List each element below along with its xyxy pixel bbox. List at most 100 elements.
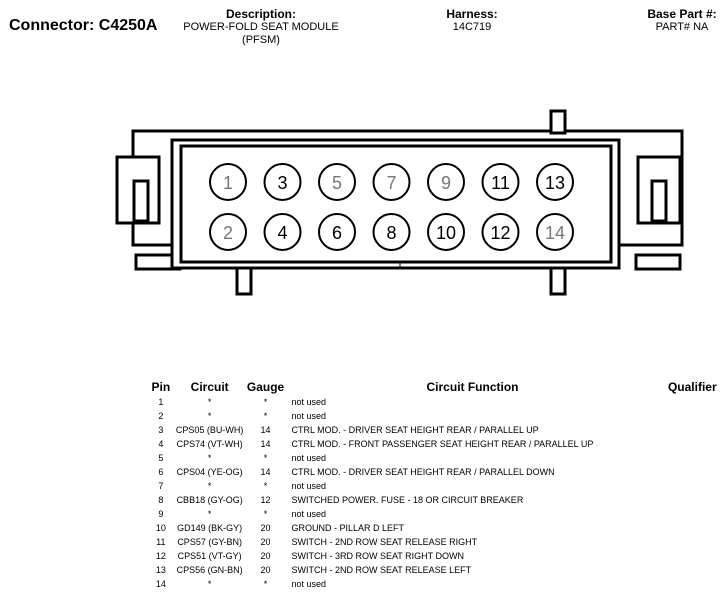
qualifier-cell <box>658 451 727 465</box>
function-cell: CTRL MOD. - DRIVER SEAT HEIGHT REAR / PA… <box>291 467 555 477</box>
circuit-cell: CBB18 (GY-OG) <box>176 495 243 505</box>
function-cell: not used <box>291 481 326 491</box>
pin-13: 13 <box>536 163 574 201</box>
gauge-cell: 20 <box>260 565 271 575</box>
pin-cell: 6 <box>158 467 164 477</box>
qualifier-cell <box>658 549 727 563</box>
qualifier-cell <box>658 577 727 591</box>
circuit-cell: CPS51 (VT-GY) <box>177 551 242 561</box>
function-cell: CTRL MOD. - FRONT PASSENGER SEAT HEIGHT … <box>291 439 594 449</box>
pin-circle <box>318 163 356 201</box>
pin-number: 2 <box>223 223 233 243</box>
qualifier-cell <box>658 465 727 479</box>
circuit-cell: CPS05 (BU-WH) <box>175 425 244 435</box>
header-circuit-function: Circuit Function <box>426 380 519 394</box>
key-tab-bottom-left <box>235 264 253 296</box>
latch-right-slot <box>650 179 668 223</box>
table-row: 9**not used <box>146 507 727 521</box>
pin-number: 12 <box>490 223 510 243</box>
qualifier-cell <box>658 395 727 409</box>
pin-number: 13 <box>545 173 565 193</box>
pin-cell: 8 <box>158 495 164 505</box>
harness-block: Harness: 14C719 <box>430 8 514 34</box>
gauge-cell: 14 <box>260 439 271 449</box>
function-cell: SWITCH - 2ND ROW SEAT RELEASE LEFT <box>291 565 472 575</box>
pin-number: 5 <box>332 173 342 193</box>
pin-cell: 5 <box>158 453 164 463</box>
pin-circle <box>481 213 520 251</box>
header-qualifier: Qualifier <box>667 380 717 394</box>
pin-number: 6 <box>332 223 342 243</box>
pin-cell: 2 <box>158 411 164 421</box>
qualifier-cell <box>658 493 727 507</box>
base-part-block: Base Part #: PART# NA <box>640 8 724 34</box>
qualifier-cell <box>658 563 727 577</box>
pin-9: 9 <box>427 163 465 201</box>
pin-cell: 13 <box>155 565 166 575</box>
harness-label: Harness: <box>446 7 498 21</box>
function-cell: not used <box>291 579 326 589</box>
pin-10: 10 <box>427 213 465 251</box>
pin-11: 11 <box>481 163 520 201</box>
description-line2: (PFSM) <box>242 34 280 46</box>
pin-12: 12 <box>481 213 520 251</box>
pin-number: 3 <box>277 173 287 193</box>
table-row: 1**not used <box>146 395 727 409</box>
function-cell: not used <box>291 453 326 463</box>
pin-circle <box>536 213 574 251</box>
pin-circle <box>372 163 411 201</box>
qualifier-cell <box>658 521 727 535</box>
pin-1: 1 <box>209 163 247 201</box>
gauge-cell: * <box>263 453 268 463</box>
pin-4: 4 <box>263 213 302 251</box>
gauge-cell: 20 <box>260 537 271 547</box>
pin-cell: 3 <box>158 425 164 435</box>
connector-title: Connector: C4250A <box>9 17 158 34</box>
description-block: Description: POWER-FOLD SEAT MODULE (PFS… <box>170 8 352 47</box>
pin-number: 4 <box>277 223 287 243</box>
function-cell: GROUND - PILLAR D LEFT <box>291 523 404 533</box>
circuit-cell: CPS56 (GN-BN) <box>176 565 243 575</box>
pin-cell: 10 <box>155 523 166 533</box>
latch-left-slot <box>132 179 150 223</box>
pin-number: 11 <box>491 173 510 193</box>
pin-circle <box>536 163 574 201</box>
pin-number: 10 <box>436 223 456 243</box>
gauge-cell: * <box>263 579 268 589</box>
function-cell: SWITCH - 3RD ROW SEAT RIGHT DOWN <box>291 551 464 561</box>
circuit-cell: * <box>207 411 212 421</box>
gauge-cell: 20 <box>260 551 271 561</box>
table-row: 12 CPS51 (VT-GY) 20 SWITCH - 3RD ROW SEAT R… <box>146 549 727 563</box>
table-header-row: Pin Circuit Gauge Circuit Function Quali… <box>146 380 727 395</box>
circuit-cell: * <box>207 453 212 463</box>
circuit-cell: CPS04 (YE-OG) <box>176 467 243 477</box>
pin-3: 3 <box>263 163 302 201</box>
rail-right <box>634 253 682 271</box>
pin-circle <box>263 213 302 251</box>
pin-cell: 4 <box>158 439 164 449</box>
function-cell: CTRL MOD. - DRIVER SEAT HEIGHT REAR / PA… <box>291 425 539 435</box>
harness-value: 14C719 <box>452 21 492 33</box>
pin-cell: 12 <box>155 551 166 561</box>
pin-6: 6 <box>318 213 356 251</box>
pin-circle <box>318 213 356 251</box>
pin-cell: 7 <box>158 481 164 491</box>
pin-circle <box>372 213 411 251</box>
table-row: 13 CPS56 (GN-BN) 20 SWITCH - 2ND ROW SEAT R… <box>146 563 727 577</box>
pin-cell: 14 <box>155 579 166 589</box>
base-part-value: PART# NA <box>655 21 709 33</box>
table-row: 3 CPS05 (BU-WH) 14 CTRL MOD. - DRIVER SEAT … <box>146 423 727 437</box>
function-cell: SWITCH - 2ND ROW SEAT RELEASE RIGHT <box>291 537 478 547</box>
pin-circle <box>427 213 465 251</box>
circuit-cell: * <box>207 579 212 589</box>
circuit-cell: * <box>207 481 212 491</box>
table-row: 5 * * not used <box>146 451 727 465</box>
qualifier-cell <box>658 409 727 423</box>
gauge-cell: * <box>263 397 268 407</box>
gauge-cell: 14 <box>260 425 271 435</box>
qualifier-cell <box>658 437 727 451</box>
pin-5: 5 <box>318 163 356 201</box>
